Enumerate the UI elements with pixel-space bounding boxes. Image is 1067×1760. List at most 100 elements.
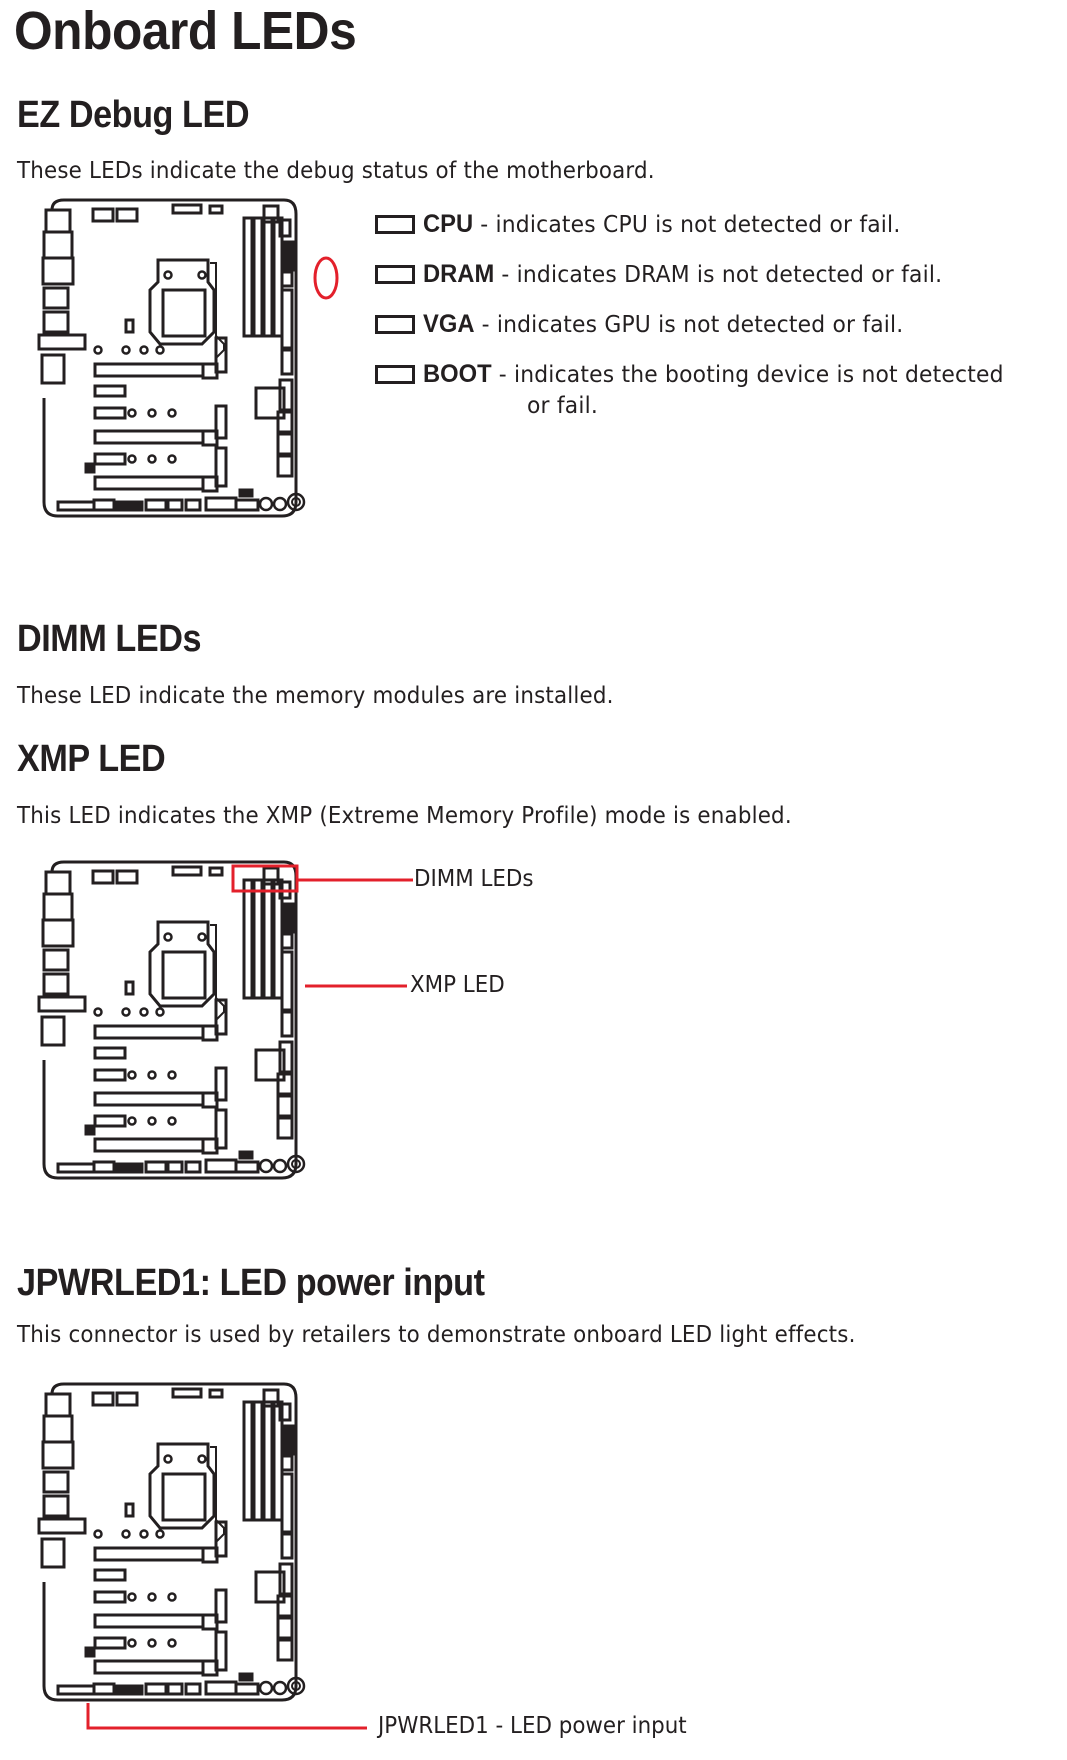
pcie-latch — [201, 1091, 219, 1109]
legend-continuation: or fail. — [527, 393, 598, 419]
button — [272, 496, 288, 512]
io-port — [41, 918, 75, 948]
mount-hole — [139, 1007, 149, 1017]
mount-hole — [127, 408, 137, 418]
m2-standoff — [214, 1520, 228, 1558]
legend-description: - indicates GPU is not detected or fail. — [474, 311, 904, 338]
header — [262, 204, 280, 224]
pcie-latch — [201, 1659, 219, 1677]
legend-description: - indicates the booting device is not de… — [491, 361, 1004, 388]
legend-key: BOOT — [423, 359, 492, 388]
jumper — [124, 1502, 135, 1518]
socket-screw — [163, 270, 173, 280]
m2-standoff — [214, 336, 228, 374]
m2-standoff — [214, 1066, 228, 1102]
m2-slot — [93, 1636, 127, 1650]
mount-hole — [167, 1070, 177, 1080]
pcie-latch — [201, 1137, 219, 1155]
bottom-header — [92, 1160, 116, 1174]
button — [291, 1681, 301, 1691]
header — [262, 866, 280, 886]
mount-hole — [147, 408, 157, 418]
bottom-header — [184, 1682, 202, 1696]
top-connector — [171, 203, 203, 215]
mount-hole — [167, 408, 177, 418]
mount-hole — [121, 1007, 131, 1017]
header — [280, 1532, 294, 1560]
header — [280, 1454, 294, 1472]
mount-hole — [139, 345, 149, 355]
led-header — [84, 462, 96, 474]
button — [291, 1159, 301, 1169]
bottom-header — [112, 500, 144, 512]
chipset — [254, 1048, 286, 1082]
bottom-header — [234, 1160, 260, 1174]
led-indicator-icon — [375, 264, 415, 284]
dimm-slot — [252, 1400, 264, 1522]
dimm-slot — [252, 216, 264, 338]
m2-slot — [93, 1068, 127, 1082]
header — [276, 432, 294, 456]
header — [280, 932, 294, 950]
pcie-latch — [201, 1613, 219, 1631]
button — [258, 496, 274, 512]
legend-item-vga: VGA - indicates GPU is not detected or f… — [375, 309, 929, 339]
legend-item-dram: DRAM - indicates DRAM is not detected or… — [375, 259, 970, 289]
header — [276, 1638, 294, 1662]
io-port — [42, 972, 70, 996]
m2-standoff — [214, 1108, 228, 1150]
io-port — [40, 1537, 66, 1569]
mount-hole — [167, 1116, 177, 1126]
header — [238, 1672, 254, 1682]
mount-hole — [147, 1638, 157, 1648]
mount-hole — [147, 1070, 157, 1080]
pcie-slot — [93, 429, 205, 445]
header — [280, 270, 294, 288]
mount-hole — [127, 1592, 137, 1602]
button — [286, 1676, 306, 1696]
header — [280, 950, 294, 1012]
header — [238, 1150, 254, 1160]
button — [286, 1154, 306, 1174]
mount-hole — [127, 1116, 137, 1126]
header — [238, 488, 254, 498]
top-connector — [91, 1391, 115, 1407]
io-port — [37, 1517, 87, 1535]
pcie-latch — [201, 475, 219, 493]
cpu-socket-inner — [161, 1472, 207, 1522]
led-header — [84, 1124, 96, 1136]
socket-screw — [197, 1454, 207, 1464]
top-connector — [208, 204, 224, 215]
button — [272, 1680, 288, 1696]
legend-description: - indicates CPU is not detected or fail. — [473, 211, 901, 238]
bottom-header — [56, 500, 96, 512]
io-port — [44, 208, 72, 234]
socket-lever — [210, 924, 225, 1021]
led-indicator-icon — [375, 364, 415, 384]
top-connector — [171, 1387, 203, 1399]
motherboard-diagram-xmp — [37, 860, 413, 1180]
cpu-socket — [148, 1442, 216, 1530]
mount-hole — [155, 1007, 165, 1017]
dimm-slot — [262, 1400, 274, 1522]
header — [276, 1116, 294, 1140]
legend-key: CPU — [423, 209, 474, 238]
callout-xmp-led: XMP LED — [410, 972, 505, 998]
m2-standoff — [214, 446, 228, 488]
bottom-header — [204, 1680, 238, 1696]
pcie-slot — [93, 1613, 205, 1629]
header — [278, 1402, 292, 1422]
header — [282, 240, 296, 272]
bottom-header — [112, 1162, 144, 1174]
header — [280, 288, 294, 350]
header — [278, 1562, 294, 1596]
header — [282, 1424, 296, 1456]
m2-slot — [93, 1590, 127, 1604]
cpu-socket-inner — [161, 288, 207, 338]
bottom-header — [92, 1682, 116, 1696]
bottom-header — [234, 1682, 260, 1696]
header — [276, 1094, 294, 1118]
legend-item-cpu: CPU - indicates CPU is not detected or f… — [375, 209, 926, 239]
io-port — [41, 1440, 75, 1470]
bottom-header — [56, 1162, 96, 1174]
